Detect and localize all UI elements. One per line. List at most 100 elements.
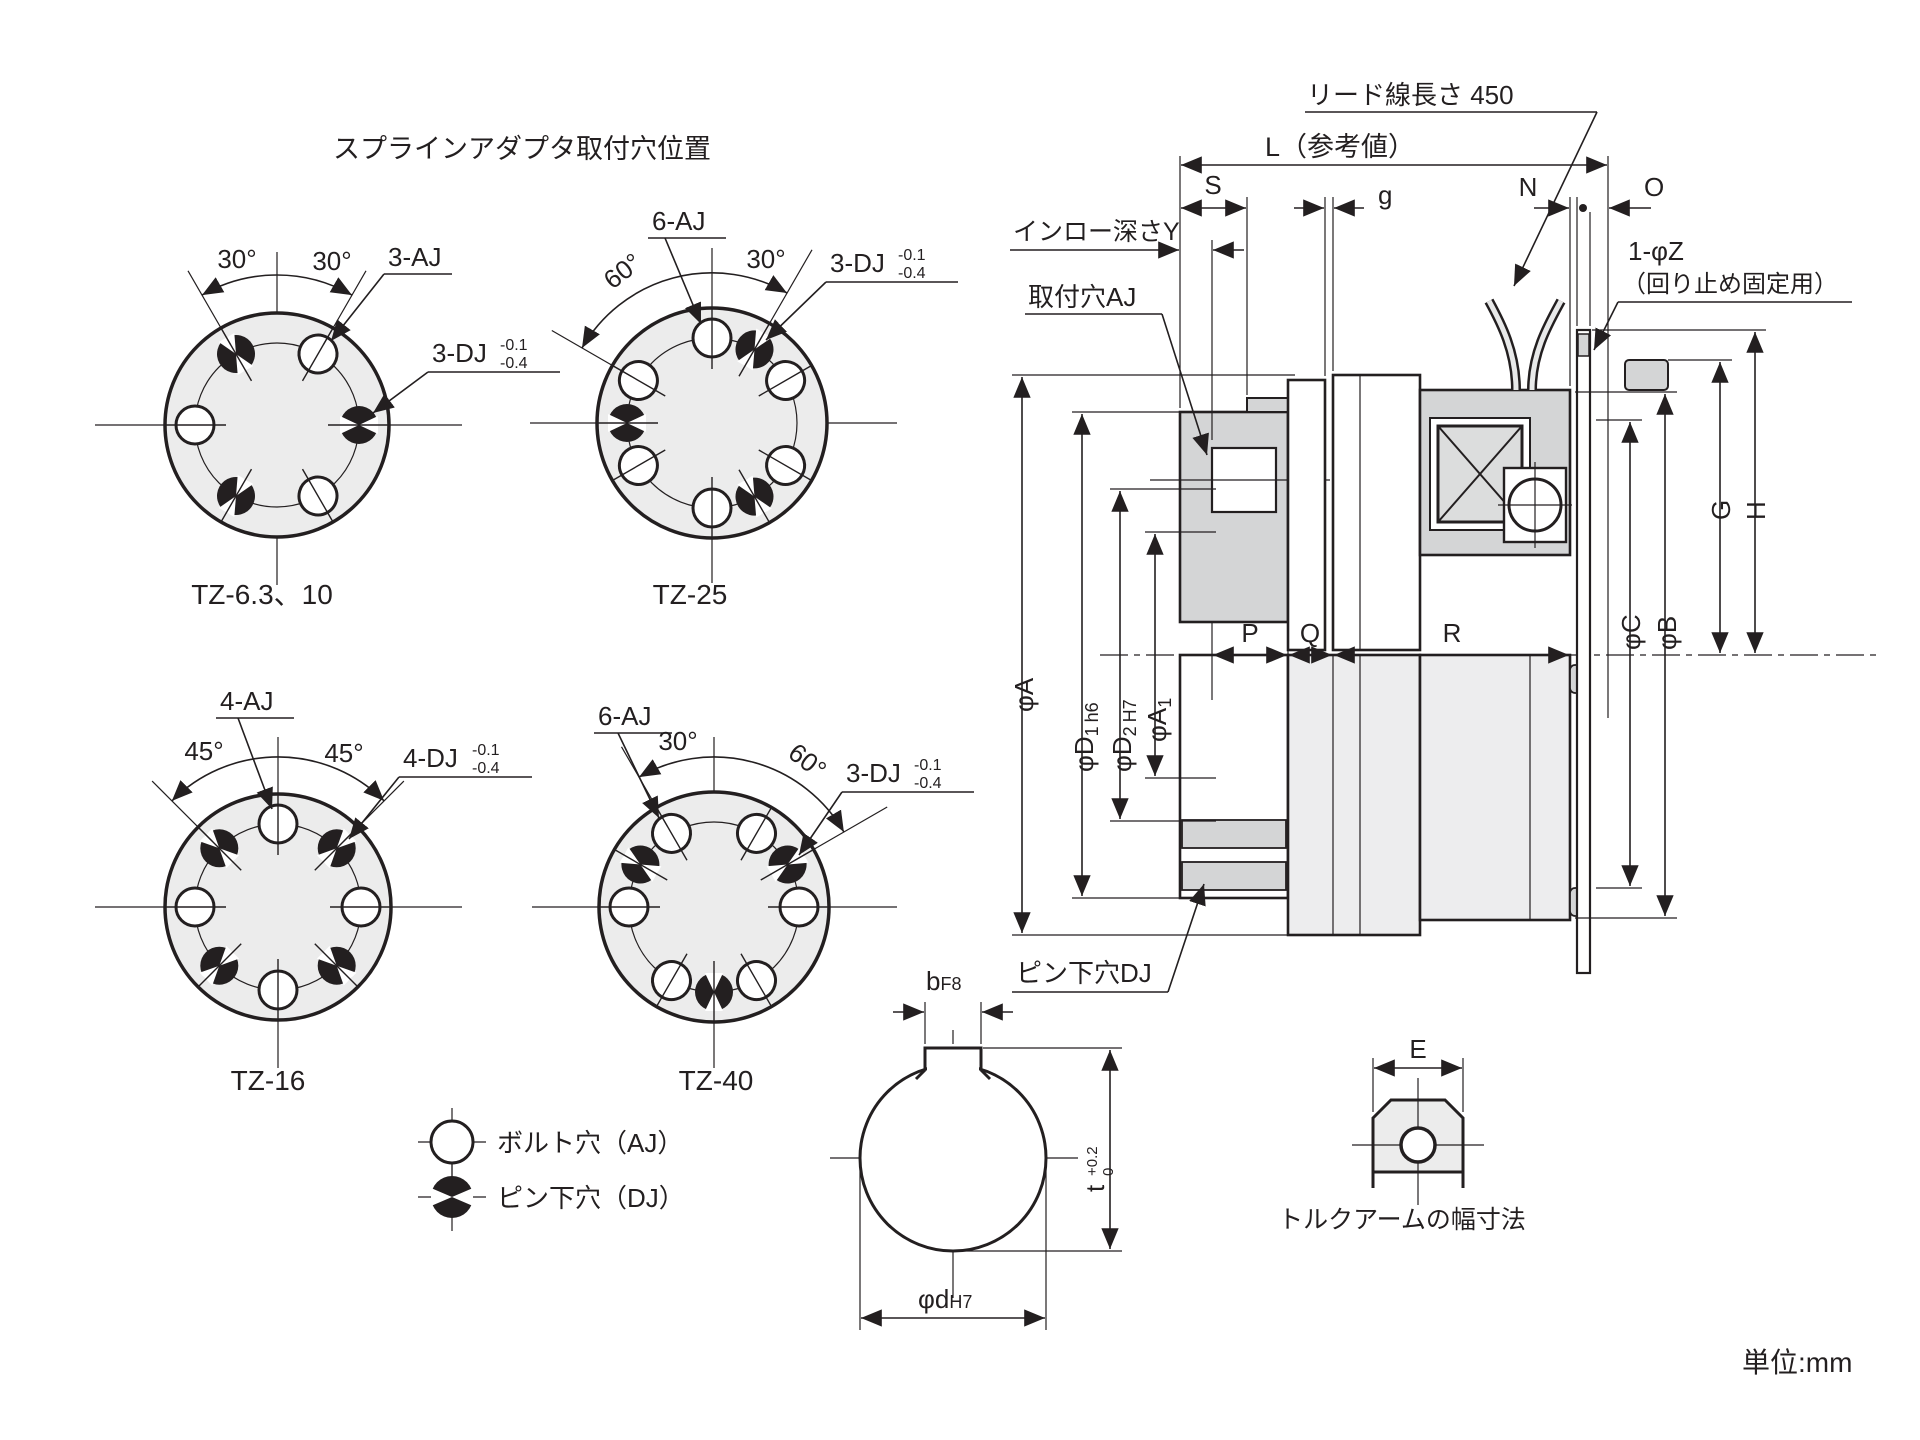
dj-tol-upper: -0.1: [898, 247, 926, 264]
angle-label: 45°: [184, 736, 223, 766]
rotor-elevation: [1286, 653, 1422, 937]
dj-tol-upper: -0.1: [914, 757, 942, 774]
angle-arc: [201, 274, 353, 296]
dim-label-L: L（参考値）: [1265, 132, 1415, 162]
leader: [372, 371, 429, 414]
ext-line: [322, 270, 367, 345]
flange-hub-elevation: [1178, 653, 1290, 900]
cross-section-view: L（参考値） S インロー深さY g N O リード線長さ 450 取付穴AJ …: [1009, 80, 1880, 993]
dim-label-t-tol-upper: +0.2: [1084, 1146, 1101, 1176]
dim-label-t-tol-lower-group: 0: [1100, 1168, 1117, 1176]
pattern-name: TZ-40: [679, 1065, 754, 1096]
arm-hole: [1399, 1126, 1437, 1164]
dj-tol-lower: -0.4: [472, 760, 500, 777]
leader: [664, 237, 702, 325]
aj-label: 6-AJ: [652, 206, 705, 236]
leader: [617, 732, 660, 819]
angle-label: 30°: [746, 244, 785, 274]
adapter-flange-section: [1178, 410, 1290, 624]
aj-label: 4-AJ: [220, 686, 273, 716]
dim-label-phiC: φC: [1616, 614, 1646, 650]
dim-label-G: G: [1706, 500, 1736, 520]
pattern-name: TZ-16: [231, 1065, 306, 1096]
leader: [798, 791, 843, 856]
dj-label: 3-DJ: [830, 248, 885, 278]
dj-tol-upper: -0.1: [500, 337, 528, 354]
unit-note: 単位:mm: [1742, 1347, 1852, 1378]
ext-line: [343, 780, 405, 842]
leader: [237, 717, 273, 810]
torque-arm-plate: [1575, 328, 1592, 975]
pattern-name: TZ-6.3、10: [191, 579, 333, 610]
flange-hole-band: [1181, 819, 1287, 849]
leader: [330, 273, 385, 342]
ext-line: [551, 329, 632, 378]
dim-label-t-tol-upper-group: +0.2: [1084, 1146, 1101, 1176]
keyway-outline: [923, 1046, 983, 1070]
dim-label-phiB-group: φB: [1652, 616, 1682, 650]
arm-caption: トルクアームの幅寸法: [1278, 1206, 1526, 1234]
aj-label: 6-AJ: [598, 701, 651, 731]
dj-tol-lower: -0.4: [500, 355, 528, 372]
armature-plate: [1286, 378, 1327, 652]
label-lead-wire: リード線長さ 450: [1307, 80, 1514, 110]
dim-label-phiB: φB: [1652, 616, 1682, 650]
dim-label-P: P: [1241, 618, 1258, 648]
dim-label-E: E: [1409, 1034, 1426, 1064]
flange-hole-band: [1181, 861, 1287, 891]
leader: [1161, 313, 1209, 456]
rotor-plate: [1331, 373, 1422, 652]
label-inro-depth: インロー深さY: [1013, 218, 1180, 246]
dim-label-phiD1: φD1h6: [1069, 702, 1102, 772]
dj-tol-lower: -0.4: [914, 775, 942, 792]
leader: [1513, 111, 1598, 287]
angle-label: 45°: [324, 738, 363, 768]
angle-label: 60°: [598, 247, 647, 295]
aj-label: 3-AJ: [388, 242, 441, 272]
pattern-tz40: 30° 60° 6-AJ 3-DJ -0.1 -0.4 TZ-40: [532, 701, 974, 1096]
body-elevation: [1418, 653, 1572, 922]
dim-label-phiA1-group: φA1: [1142, 698, 1175, 742]
pin-hole-symbol: [418, 1163, 486, 1231]
dim-label-phiA: φA: [1009, 677, 1039, 712]
angle-label: 30°: [217, 244, 256, 274]
keyway-chamfer: [914, 1068, 927, 1081]
dim-label-H-group: H: [1741, 501, 1771, 520]
keyway-chamfer: [979, 1068, 992, 1081]
ext-line: [187, 270, 232, 345]
leader: [348, 776, 400, 840]
pattern-tz63-10: 30° 30° 3-AJ 3-DJ -0.1 -0.4 TZ-6.3、10: [95, 242, 560, 610]
label-mount-hole: 取付穴AJ: [1028, 282, 1136, 312]
dim-label-t-group: t: [1080, 1184, 1110, 1192]
leader: [1167, 883, 1206, 993]
dim-label-R: R: [1443, 618, 1462, 648]
bolt-hole-legend-label: ボルト穴（AJ）: [497, 1128, 683, 1158]
ext-line: [794, 806, 888, 862]
dim-label-O: O: [1644, 172, 1664, 202]
label-phi-z: 1-φZ: [1628, 236, 1684, 266]
dim-label-phiD2-group: φD2H7: [1107, 699, 1140, 772]
dim-label-phiD1-group: φD1h6: [1069, 702, 1102, 772]
angle-arc: [171, 756, 385, 802]
dim-label-phiA-group: φA: [1009, 677, 1039, 712]
dj-tol-upper: -0.1: [472, 742, 500, 759]
dim-label-t-tol-lower: 0: [1100, 1168, 1117, 1176]
bore-circle: [858, 1063, 1048, 1253]
dj-tol-lower: -0.4: [898, 265, 926, 282]
dj-label: 4-DJ: [403, 743, 458, 773]
page-title: スプラインアダプタ取付穴位置: [333, 134, 711, 164]
angle-arc: [638, 756, 845, 833]
bore-detail: bF8 t +0.2 0 φdH7: [830, 966, 1122, 1330]
dj-label: 3-DJ: [432, 338, 487, 368]
phi-z-hole: [1577, 333, 1590, 357]
dim-label-g: g: [1378, 180, 1392, 210]
dim-label-t: t: [1080, 1184, 1110, 1192]
pattern-tz25: 60° 30° 6-AJ 3-DJ -0.1 -0.4 TZ-25: [530, 206, 958, 610]
torque-arm-detail: E トルクアームの幅寸法: [1278, 1034, 1526, 1234]
bearing: [1498, 462, 1572, 548]
dim-dot: [1579, 204, 1587, 212]
pattern-tz16: 45° 45° 4-AJ 4-DJ -0.1 -0.4 TZ-16: [95, 686, 532, 1096]
terminal-boss: [1624, 359, 1669, 391]
dim-label-phiA1: φA1: [1142, 698, 1175, 742]
